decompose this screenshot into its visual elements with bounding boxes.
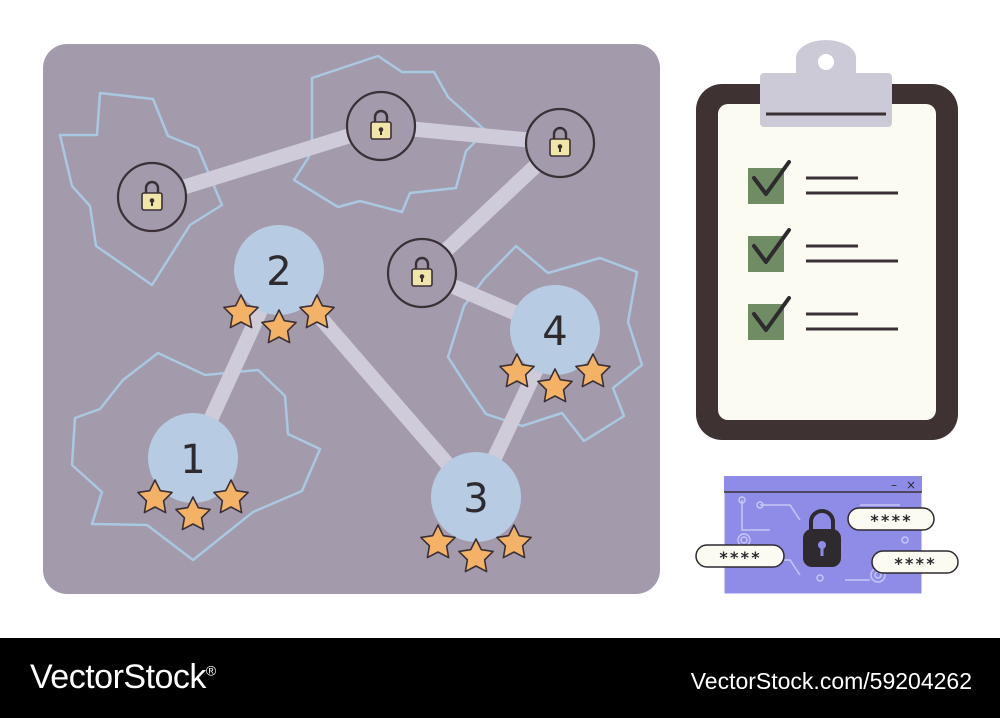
brand-name: VectorStock	[30, 658, 206, 696]
checkmark-icon	[752, 160, 791, 196]
password-mask: ****	[719, 548, 762, 567]
close-button[interactable]: ×	[906, 478, 916, 492]
level-node-1[interactable]: 1	[137, 413, 249, 531]
checkmark-icon	[752, 228, 791, 264]
level-node-3[interactable]: 3	[420, 452, 532, 573]
checklist-item	[748, 160, 898, 204]
level-node-4[interactable]: 4	[499, 285, 611, 403]
region-outline	[292, 54, 488, 214]
padlock-icon	[803, 509, 841, 567]
region-outline	[58, 91, 224, 287]
level-number: 4	[542, 309, 567, 355]
password-field[interactable]: ****	[871, 550, 959, 574]
password-mask: ****	[870, 511, 913, 530]
minimize-button[interactable]: –	[891, 478, 897, 492]
password-field[interactable]: ****	[847, 507, 935, 531]
checkmark-icon	[752, 296, 791, 332]
password-security-window: – × ****	[695, 475, 959, 595]
locked-node-icon	[345, 90, 417, 162]
watermark-footer: VectorStock® VectorStock.com/59204262	[0, 638, 1000, 718]
checklist-item	[748, 228, 898, 272]
level-number: 1	[180, 437, 205, 483]
window-titlebar	[724, 476, 922, 492]
locked-node-icon	[386, 237, 458, 309]
image-id: VectorStock.com/59204262	[690, 668, 972, 694]
clipboard-clip	[760, 73, 892, 127]
level-number: 3	[463, 476, 488, 522]
clipboard-checklist	[696, 40, 958, 440]
password-field[interactable]: ****	[695, 544, 785, 568]
brand-logo: VectorStock®	[30, 658, 216, 697]
locked-node-icon	[116, 161, 188, 233]
locked-node-icon	[524, 107, 596, 179]
map-regions	[58, 54, 644, 562]
illustration: 1 2 3 4	[43, 40, 959, 595]
level-map: 1 2 3 4	[43, 44, 660, 594]
registered-mark: ®	[205, 662, 216, 679]
password-mask: ****	[894, 554, 937, 573]
region-outline	[446, 244, 644, 443]
level-number: 2	[266, 249, 291, 295]
checklist-item	[748, 296, 898, 340]
level-node-2[interactable]: 2	[223, 225, 335, 344]
